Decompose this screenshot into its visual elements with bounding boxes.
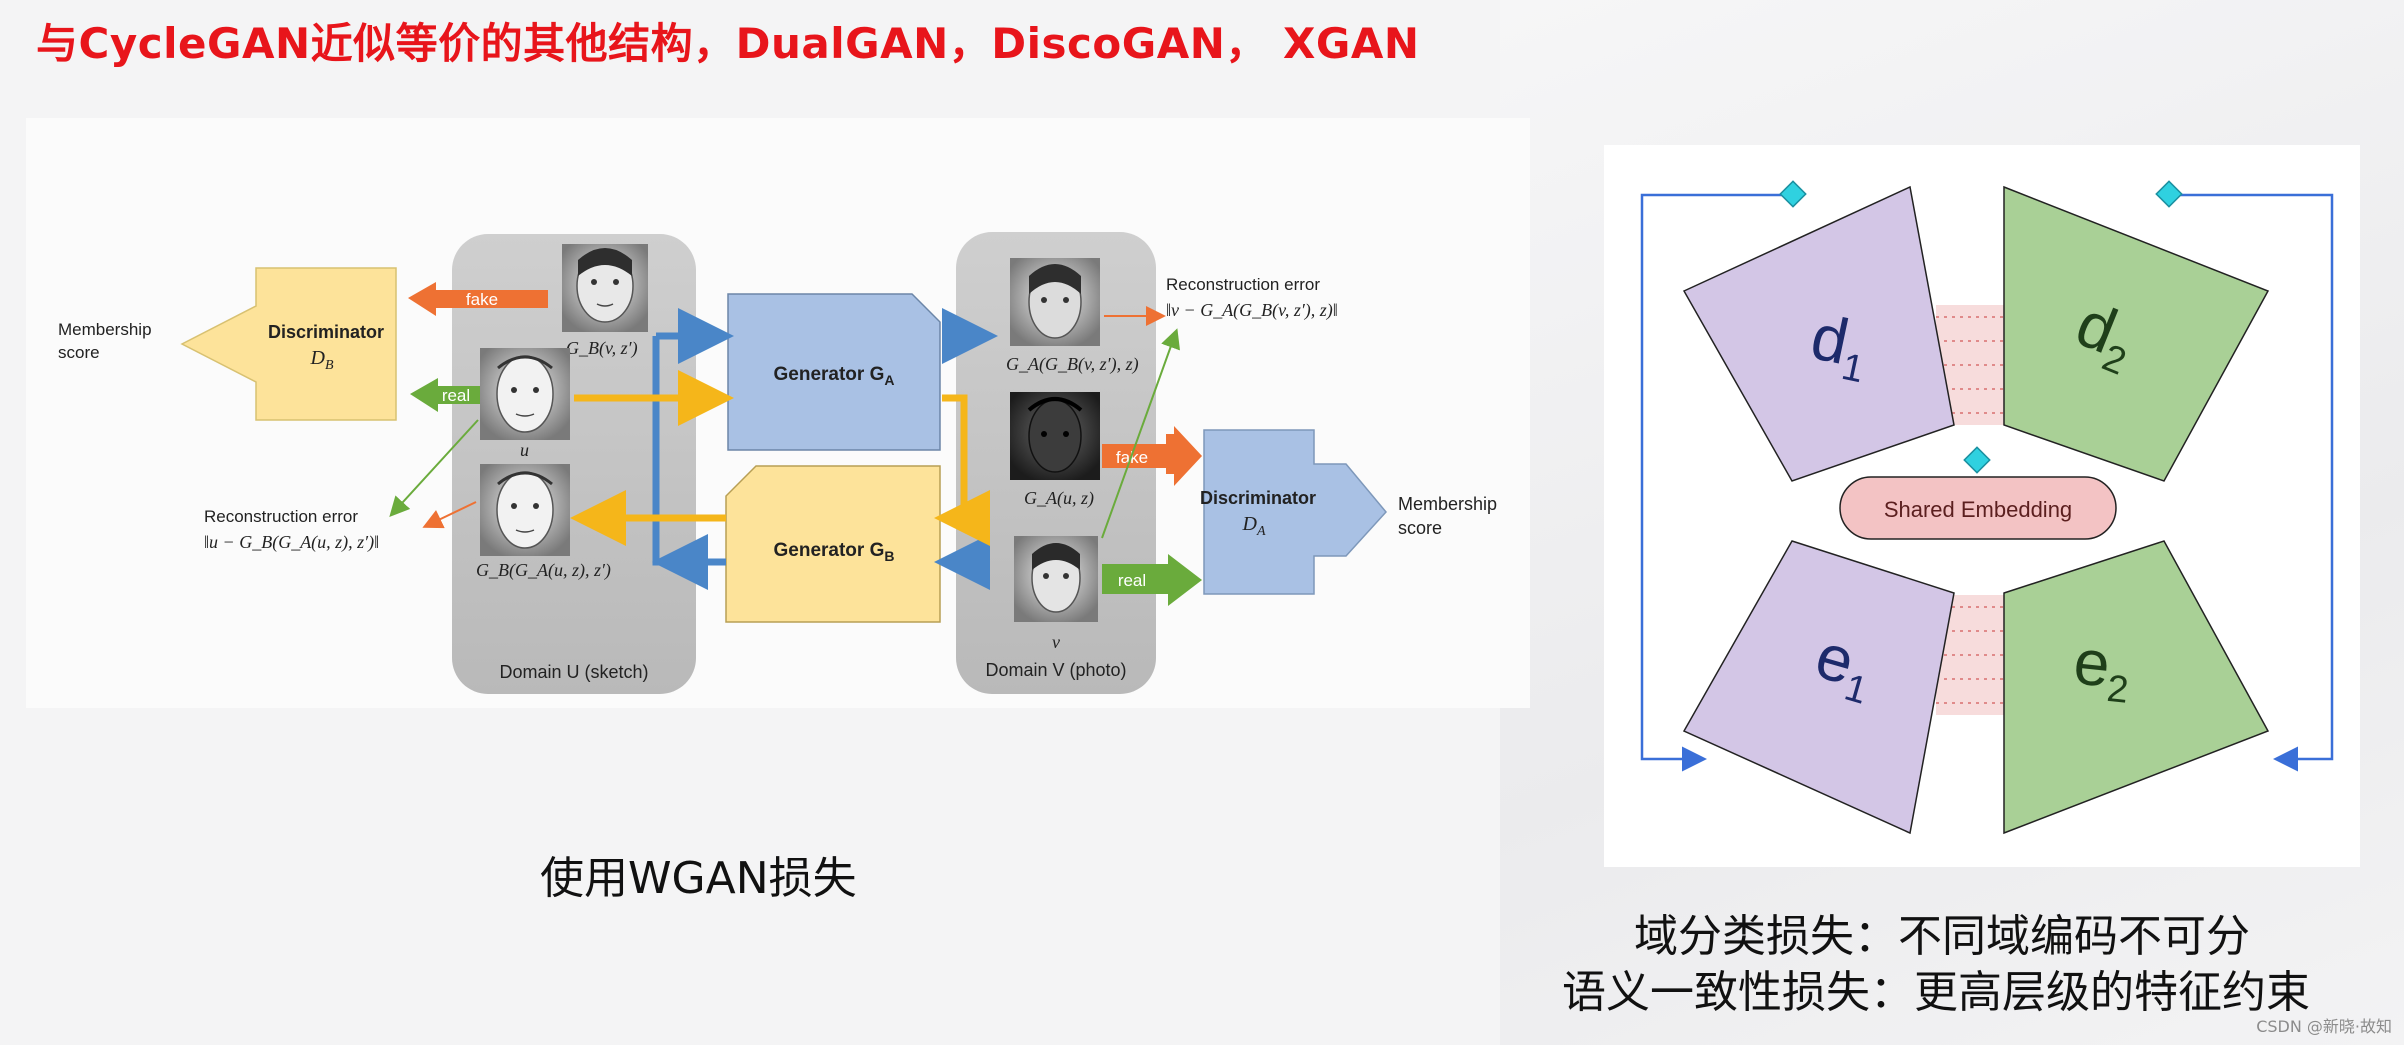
generator-b-block: Generator GB	[725, 465, 941, 623]
domain-u-label: Domain U (sketch)	[499, 662, 648, 682]
svg-text:Generator GA: Generator GA	[774, 364, 895, 388]
right-caption-line2: 语义一致性损失：更高层级的特征约束	[1562, 967, 2310, 1018]
svg-text:real: real	[442, 386, 470, 405]
face-ga-u-label: G_A(u, z)	[1024, 488, 1094, 509]
diamond-left	[1779, 180, 1807, 208]
shared-embedding-box	[1839, 476, 2117, 540]
face-ga-gb-v	[1010, 258, 1100, 346]
page-title: 与CycleGAN近似等价的其他结构，DualGAN，DiscoGAN， XGA…	[36, 19, 1420, 68]
watermark: CSDN @新晓·故知	[2256, 1017, 2392, 1036]
face-ga-u	[1010, 392, 1100, 480]
left-caption: 使用WGAN损失	[540, 853, 857, 904]
svg-text:DA: DA	[1241, 513, 1265, 539]
e1-label: e1	[1806, 619, 1883, 713]
recon-right-title: Reconstruction error	[1166, 275, 1320, 294]
face-u-label: u	[520, 440, 529, 460]
membership-score-left-line1: Membership	[58, 320, 152, 339]
membership-score-right-line2: score	[1398, 518, 1442, 538]
membership-score-left-line2: score	[58, 343, 100, 362]
face-gb-v-label: G_B(v, z′)	[566, 338, 638, 359]
recon-left-arrow-orange	[422, 501, 477, 529]
real-arrow-left: real	[410, 378, 481, 412]
recon-left-formula: ‖u − G_B(G_A(u, z), z′)‖	[204, 532, 379, 553]
face-gb-ga-u	[480, 464, 570, 556]
face-v-label: v	[1052, 632, 1060, 652]
blue-arrows	[652, 308, 998, 590]
encoder-e2	[2003, 540, 2270, 835]
generator-a-block: Generator GA	[727, 293, 941, 451]
face-ga-gb-v-label: G_A(G_B(v, z′), z)	[1006, 354, 1139, 375]
discriminator-b-label: Discriminator	[268, 322, 384, 342]
svg-text:fake: fake	[466, 290, 498, 309]
connector-right	[2170, 193, 2334, 772]
xgan-diagram: d1 d2 e1 e2 Shared Embedding	[1640, 180, 2334, 835]
diamond-right	[2155, 180, 2183, 208]
recon-right-arrow-green	[1101, 328, 1181, 539]
recon-left-arrow-green	[389, 419, 479, 517]
discriminator-b-shape	[180, 267, 397, 421]
diamond-center	[1963, 446, 1991, 474]
face-gb-ga-u-label: G_B(G_A(u, z), z′)	[476, 560, 611, 581]
real-arrow-right: real	[1102, 554, 1202, 606]
recon-right-formula: ‖v − G_A(G_B(v, z′), z)‖	[1166, 300, 1338, 321]
svg-text:DB: DB	[309, 347, 333, 373]
yellow-arrows	[570, 370, 990, 546]
connector-left	[1640, 193, 1794, 772]
membership-score-right-line1: Membership	[1398, 494, 1497, 514]
discriminator-a-shape	[1203, 429, 1387, 595]
svg-text:Generator GB: Generator GB	[774, 540, 895, 564]
face-v	[1014, 536, 1098, 622]
right-caption-line1: 域分类损失：不同域编码不可分	[1634, 911, 2250, 962]
discriminator-a-label: Discriminator	[1200, 488, 1316, 508]
discriminator-b-block: Discriminator DB	[180, 267, 397, 421]
encoder-e1	[1682, 540, 1955, 835]
shared-embedding-label: Shared Embedding	[1884, 497, 2072, 522]
cyclegan-diagram: Discriminator DB Membership score fake r…	[58, 232, 1497, 694]
cyclegan-diagram-panel: Discriminator DB Membership score fake r…	[26, 118, 1530, 708]
svg-text:fake: fake	[1116, 448, 1148, 467]
domain-v-label: Domain V (photo)	[985, 660, 1126, 680]
decoder-d2	[2003, 185, 2270, 482]
decoder-d1	[1682, 185, 1955, 482]
e2-label: e2	[2070, 625, 2135, 711]
face-u	[480, 348, 570, 440]
fake-arrow-right: fake	[1102, 426, 1202, 486]
recon-left-title: Reconstruction error	[204, 507, 358, 526]
xgan-diagram-panel: d1 d2 e1 e2 Shared Embedding	[1604, 145, 2360, 867]
discriminator-a-block: Discriminator DA	[1200, 429, 1387, 595]
face-gb-v	[562, 244, 648, 332]
svg-text:real: real	[1118, 571, 1146, 590]
fake-arrow-left: fake	[408, 282, 548, 316]
